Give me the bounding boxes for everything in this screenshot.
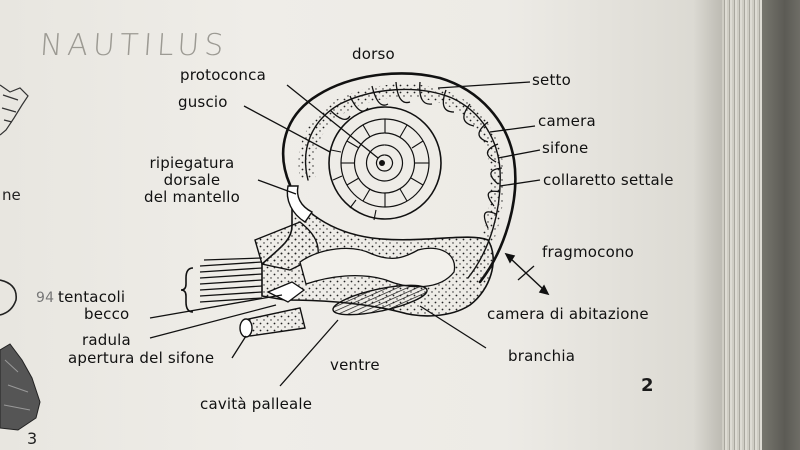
left-fragment-top-drawing [0, 84, 29, 136]
label-becco: becco [84, 305, 130, 323]
tentacles [199, 257, 263, 303]
left-fragment-oval-drawing [0, 279, 17, 316]
label-branchia: branchia [508, 347, 576, 365]
label-camera-di-abitazione: camera di abitazione [487, 305, 649, 323]
fragmocono-arrow-tick [517, 265, 535, 281]
hood [254, 221, 319, 271]
mantle-fold [286, 185, 314, 223]
label-dorso: dorso [352, 45, 395, 63]
label-radula: radula [82, 331, 131, 349]
left-fragment-rock-drawing [0, 343, 41, 431]
label-ripiegatura-line3: del mantello [143, 188, 241, 206]
label-cavita-palleale: cavità palleale [200, 395, 313, 413]
label-fragmocono: fragmocono [542, 243, 635, 261]
label-ripiegatura-line1: ripiegatura [149, 154, 235, 172]
protoconch [379, 160, 385, 166]
nautilus-diagram [0, 72, 550, 431]
beak [266, 281, 306, 303]
leader-lines [149, 81, 541, 387]
tentacoli-brace [180, 267, 194, 313]
visceral-mass [299, 247, 456, 288]
book-binding [762, 0, 800, 450]
label-ripiegatura-line2: dorsale [163, 171, 221, 189]
label-camera: camera [538, 112, 596, 130]
inner-septa [330, 119, 429, 221]
label-apertura-del-sifone: apertura del sifone [68, 349, 215, 367]
handwritten-title: NAUTILUS [38, 28, 230, 63]
left-fragment-figure-number: 3 [27, 429, 38, 448]
book-page: NAUTILUS ne 3 dorso protoconca guscio ri… [0, 0, 722, 450]
page-stack-edge [722, 0, 762, 450]
tentacle-count-annotation: 94 [36, 290, 55, 306]
label-collaretto-settale: collaretto settale [543, 171, 674, 189]
left-fragment-text: ne [2, 186, 21, 204]
siphon-funnel [239, 307, 306, 338]
label-tentacoli: tentacoli [58, 288, 126, 306]
page-number: 2 [641, 375, 654, 396]
label-setto: setto [532, 71, 571, 89]
label-ventre: ventre [330, 356, 380, 374]
label-protoconca: protoconca [180, 66, 266, 84]
label-guscio: guscio [178, 93, 228, 111]
septa [329, 81, 503, 229]
label-sifone: sifone [542, 139, 589, 157]
fragmocono-arrow [504, 252, 550, 296]
gill [332, 284, 428, 316]
